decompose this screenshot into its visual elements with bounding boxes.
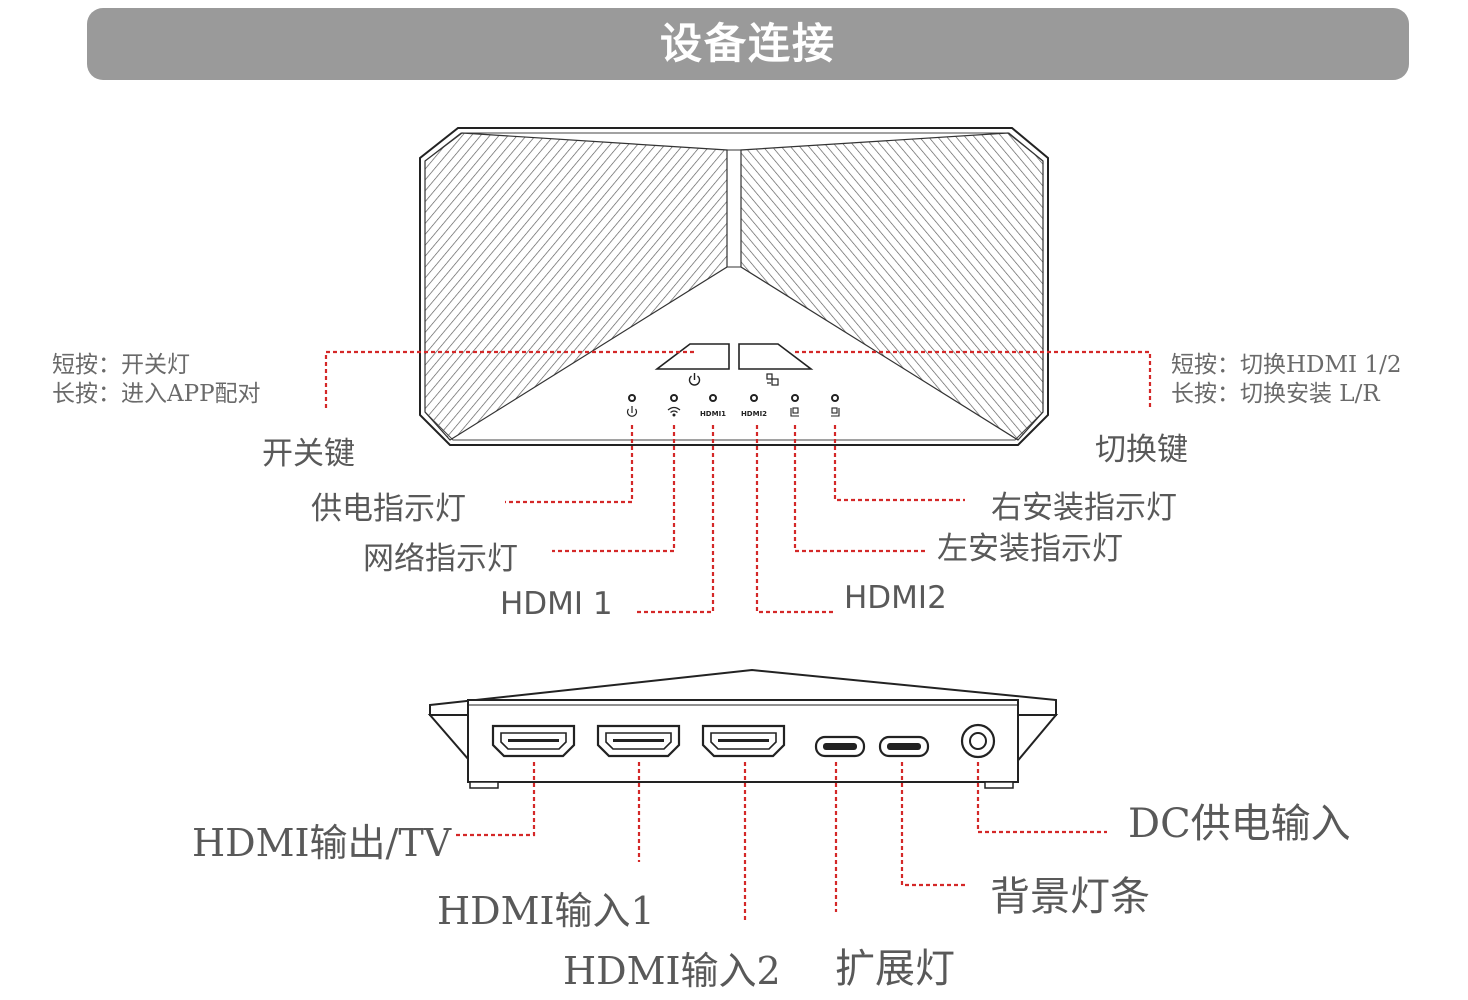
power-indicator-label: 供电指示灯 [311, 491, 466, 527]
hdmi2-indicator-label: HDMI2 [741, 410, 767, 418]
switch-key-label: 切换键 [1095, 432, 1188, 468]
hdmi1-indicator-callout: HDMI 1 [500, 586, 613, 622]
switch-icon [766, 373, 779, 386]
dc-power-port [960, 723, 996, 759]
top-callout-lines [324, 350, 1152, 614]
right-install-indicator-label: 右安装指示灯 [991, 490, 1177, 526]
hdmi-input1-port [596, 724, 681, 758]
indicator-dots [628, 394, 839, 402]
rear-callout-lines [455, 762, 1107, 920]
hdmi-output-label: HDMI输出/TV [192, 821, 452, 865]
left-foot [469, 781, 499, 789]
left-install-icon [790, 407, 799, 417]
power-key-short-press-note: 短按：开关灯 [52, 352, 190, 378]
dc-power-input-label: DC供电输入 [1128, 801, 1351, 847]
hdmi-input1-label: HDMI输入1 [437, 889, 655, 933]
right-install-icon [831, 407, 840, 417]
top-view-device: HDMI1 HDMI2 [419, 127, 1049, 446]
power-icon [688, 373, 701, 386]
hdmi-input2-port [701, 724, 786, 758]
power-button [654, 343, 730, 370]
power-key-label: 开关键 [262, 436, 355, 472]
backlight-strip-port [878, 735, 930, 758]
page-title: 设备连接 [659, 19, 836, 68]
network-indicator-label: 网络指示灯 [363, 541, 518, 577]
title-banner: 设备连接 [87, 8, 1409, 80]
hdmi2-indicator-callout: HDMI2 [844, 580, 947, 616]
rear-view-device [427, 668, 1059, 789]
switch-key-long-press-note: 长按：切换安装 L/R [1171, 381, 1380, 407]
backlight-strip-label: 背景灯条 [990, 874, 1150, 920]
left-install-indicator-label: 左安装指示灯 [937, 531, 1123, 567]
hdmi1-indicator-label: HDMI1 [700, 410, 726, 418]
expand-light-port [814, 735, 866, 758]
switch-key-short-press-note: 短按：切换HDMI 1/2 [1171, 352, 1402, 378]
power-indicator-icon [626, 406, 638, 417]
expand-light-label: 扩展灯 [835, 946, 955, 992]
right-foot [984, 781, 1014, 789]
switch-button [738, 343, 814, 370]
hdmi-output-port [491, 724, 576, 758]
wifi-icon [667, 406, 681, 417]
hdmi-input2-label: HDMI输入2 [563, 949, 781, 993]
power-key-long-press-note: 长按：进入APP配对 [52, 381, 261, 407]
